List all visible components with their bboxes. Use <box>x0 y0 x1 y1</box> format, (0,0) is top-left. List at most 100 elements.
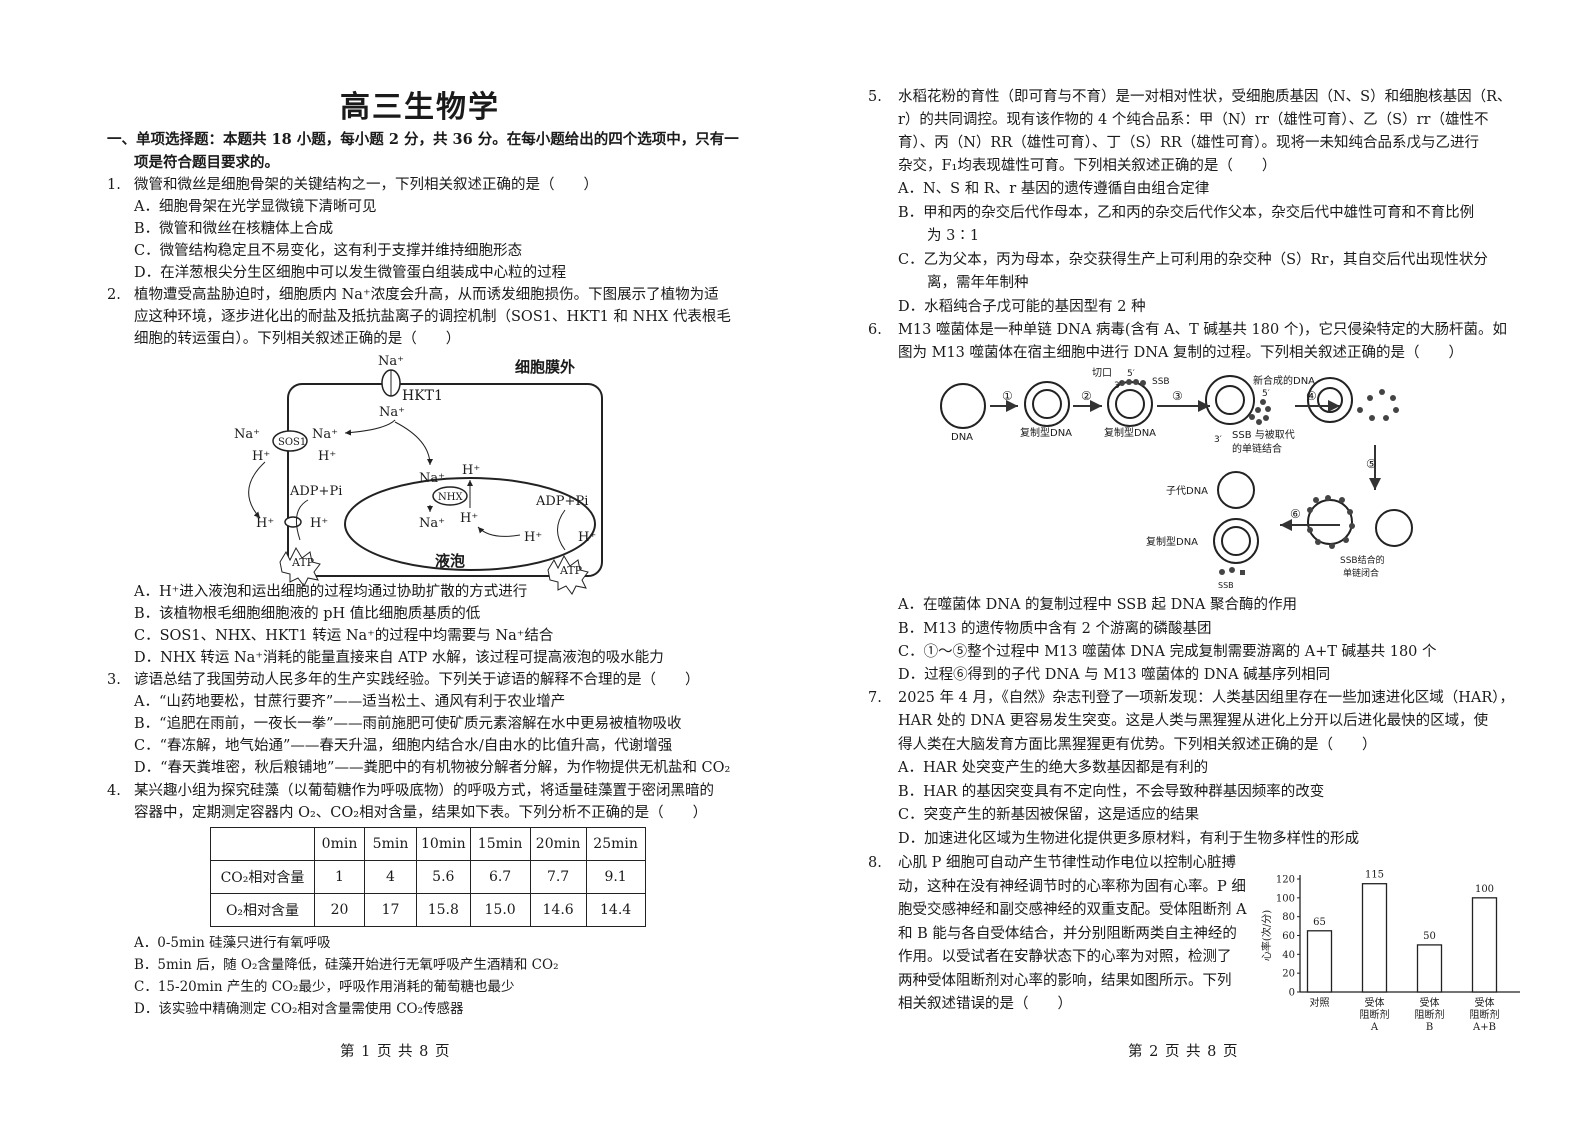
label-sos1: SOS1 <box>278 437 306 448</box>
label-ssb-bind: 的单链结合 <box>1232 442 1282 455</box>
section-header: 一、单项选择题：本题共 18 小题，每小题 2 分，共 36 分。在每小题给出的… <box>107 131 739 148</box>
x-tick-label: 阻断剂 <box>1415 1008 1445 1021</box>
question-number: 1. <box>107 177 121 193</box>
option-b: B．5min 后，随 O₂含量降低，硅藻开始进行无氧呼吸产生酒精和 CO₂ <box>134 957 559 973</box>
label-rf-dna: 复制型DNA <box>1104 426 1156 439</box>
page-title: 高三生物学 <box>340 90 500 125</box>
label-na: Na⁺ <box>419 516 445 531</box>
question-number: 2. <box>107 287 121 303</box>
x-tick-label: A+B <box>1472 1022 1496 1030</box>
m13-replication-diagram: ① ② ③ ④ ⑤ ⑥ DNA 复制型DNA 复制型DNA 切口 3′ 5′ S… <box>940 367 1413 590</box>
x-tick-label: 对照 <box>1310 996 1330 1009</box>
label-na: Na⁺ <box>234 427 260 442</box>
table-cell: O₂相对含量 <box>210 893 315 927</box>
question-stem: M13 噬菌体是一种单链 DNA 病毒(含有 A、T 碱基共 180 个)，它只… <box>898 322 1507 338</box>
question-number: 6. <box>868 322 882 338</box>
label-progeny: 子代DNA <box>1166 485 1208 497</box>
question-number: 7. <box>868 690 882 706</box>
y-tick-label: 120 <box>1276 875 1295 886</box>
table-header: 25min <box>585 827 646 861</box>
page-footer: 第 2 页 共 8 页 <box>1128 1044 1239 1060</box>
question-number: 4. <box>107 783 121 799</box>
label-na: Na⁺ <box>379 405 405 420</box>
table-cell: 7.7 <box>529 860 587 894</box>
option-a: A．细胞骨架在光学显微镜下清晰可见 <box>134 199 377 215</box>
label-ssb: SSB <box>1152 377 1170 387</box>
label-atp: ATP <box>559 564 583 577</box>
question-stem: HAR 处的 DNA 更容易发生突变。这是人类与黑猩猩从进化上分开以后进化最快的… <box>898 713 1489 729</box>
option-a: A．H⁺进入液泡和运出细胞的过程均通过协助扩散的方式进行 <box>134 584 528 600</box>
option-d: D．“春天粪堆密，秋后粮铺地”——粪肥中的有机物被分解者分解，为作物提供无机盐和… <box>134 760 731 776</box>
question-stem: 谚语总结了我国劳动人民多年的生产实践经验。下列关于谚语的解释不合理的是（ ） <box>134 672 700 688</box>
label-rf-dna: 复制型DNA <box>1020 426 1072 439</box>
x-tick-label: 受体 <box>1365 997 1385 1009</box>
x-tick-label: 受体 <box>1420 997 1440 1009</box>
question-stem: 杂交，F₁均表现雄性可育。下列相关叙述正确的是（ ） <box>898 158 1277 174</box>
table-cell: 15.0 <box>469 893 531 927</box>
question-stem: 容器中，定期测定容器内 O₂、CO₂相对含量，结果如下表。下列分析不正确的是（ … <box>134 805 708 821</box>
option-b: B．“追肥在雨前，一夜长一拳”——雨前施肥可使矿质元素溶解在水中更易被植物吸收 <box>134 716 682 732</box>
question-stem: 心肌 P 细胞可自动产生节律性动作电位以控制心脏搏 <box>898 855 1236 871</box>
question-number: 8. <box>868 855 882 871</box>
option-c: C．乙为父本，丙为母本，杂交获得生产上可利用的杂交种（S）Rr，其自交后代出现性… <box>898 252 1488 268</box>
question-stem: 应这种环境，逐步进化出的耐盐及抵抗盐离子的调控机制（SOS1、HKT1 和 NH… <box>134 309 731 325</box>
sos1-transporter <box>272 430 308 452</box>
label-ssb-closed: SSB结合的 <box>1340 554 1385 566</box>
label-adp: ADP+Pi <box>289 484 342 499</box>
option-c-cont: 离，需年年制种 <box>898 275 1029 291</box>
step-5: ⑤ <box>1366 457 1377 471</box>
data-label: 65 <box>1313 917 1326 928</box>
label-ssb-bind: SSB 与被取代 <box>1232 428 1295 441</box>
question-stem: 图为 M13 噬菌体在宿主细胞中进行 DNA 复制的过程。下列相关叙述正确的是（… <box>898 345 1464 361</box>
option-a: A．HAR 处突变产生的绝大多数基因都是有利的 <box>898 760 1209 776</box>
question-stem: 2025 年 4 月，《自然》杂志刊登了一项新发现：人类基因组里存在一些加速进化… <box>898 690 1514 706</box>
label-h: H⁺ <box>462 463 480 478</box>
label-na: Na⁺ <box>378 354 404 369</box>
label-atp: ATP <box>291 556 315 569</box>
option-d: D．水稻纯合子戊可能的基因型有 2 种 <box>898 299 1146 315</box>
question-stem: 得人类在大脑发育方面比黑猩猩更有优势。下列相关叙述正确的是（ ） <box>898 737 1377 753</box>
option-b: B．微管和微丝在核糖体上合成 <box>134 221 334 237</box>
y-axis-label: 心率(次/分) <box>1260 910 1273 961</box>
label-h: H⁺ <box>256 516 274 531</box>
y-tick-label: 60 <box>1282 931 1295 942</box>
label-nhx: NHX <box>438 492 463 503</box>
label-new-dna: 新合成的DNA <box>1253 374 1315 387</box>
cell-membrane <box>287 383 603 577</box>
label-h: H⁺ <box>524 530 542 545</box>
x-tick-label: 受体 <box>1475 997 1495 1009</box>
atp-burst-icon <box>279 546 321 587</box>
option-a: A．在噬菌体 DNA 的复制过程中 SSB 起 DNA 聚合酶的作用 <box>898 597 1297 613</box>
option-d: D．加速进化区域为生物进化提供更多原材料，有利于生物多样性的形成 <box>898 831 1360 847</box>
bar <box>1416 944 1443 993</box>
label-5prime: 5′ <box>1127 369 1135 379</box>
y-tick-label: 80 <box>1282 912 1295 923</box>
label-h: H⁺ <box>310 516 328 531</box>
question-stem: 动，这种在没有神经调节时的心率称为固有心率。P 细 <box>898 879 1246 895</box>
label-5prime: 5′ <box>1262 389 1270 399</box>
question-stem: 育）、丙（N）RR（雄性可育）、丁（S）RR（雄性可育）。现将一未知纯合品系戊与… <box>898 135 1480 151</box>
heart-rate-bar-chart: 020406080100120心率(次/分)65对照115受体阻断剂A50受体阻… <box>1260 870 1520 1030</box>
y-tick-label: 100 <box>1276 893 1295 904</box>
table-cell: 17 <box>364 893 417 927</box>
question-stem: 两种受体阻断剂对心率的影响，结果如图所示。下列 <box>898 973 1232 989</box>
cell-transport-diagram: 细胞膜外 Na⁺ HKT1 Na⁺ Na⁺ SOS1 Na⁺ H⁺ H⁺ ADP… <box>234 354 603 595</box>
option-a: A．“山药地要松，甘蔗行要齐”——适当松土、通风有利于农业增产 <box>134 694 566 710</box>
option-b: B．该植物根毛细胞细胞液的 pH 值比细胞质基质的低 <box>134 606 481 622</box>
bar <box>1361 883 1388 993</box>
question-stem: 微管和微丝是细胞骨架的关键结构之一，下列相关叙述正确的是（ ） <box>134 177 598 193</box>
data-label: 115 <box>1365 870 1384 881</box>
table-header: 5min <box>364 827 417 861</box>
option-d: D．该实验中精确测定 CO₂相对含量需使用 CO₂传感器 <box>134 1001 464 1017</box>
gas-content-table: 0min 5min 10min 15min 20min 25min CO₂相对含… <box>210 827 646 927</box>
step-1: ① <box>1002 389 1013 403</box>
y-tick-label: 0 <box>1289 988 1295 999</box>
table-header: 10min <box>416 827 471 861</box>
x-tick-label: 阻断剂 <box>1470 1008 1500 1021</box>
nhx-transporter <box>432 486 468 506</box>
step-4: ④ <box>1306 389 1317 403</box>
data-label: 50 <box>1423 931 1436 942</box>
table-cell: 14.4 <box>585 893 646 927</box>
label-na: Na⁺ <box>419 471 445 486</box>
option-b-cont: 为 3∶1 <box>898 228 980 244</box>
